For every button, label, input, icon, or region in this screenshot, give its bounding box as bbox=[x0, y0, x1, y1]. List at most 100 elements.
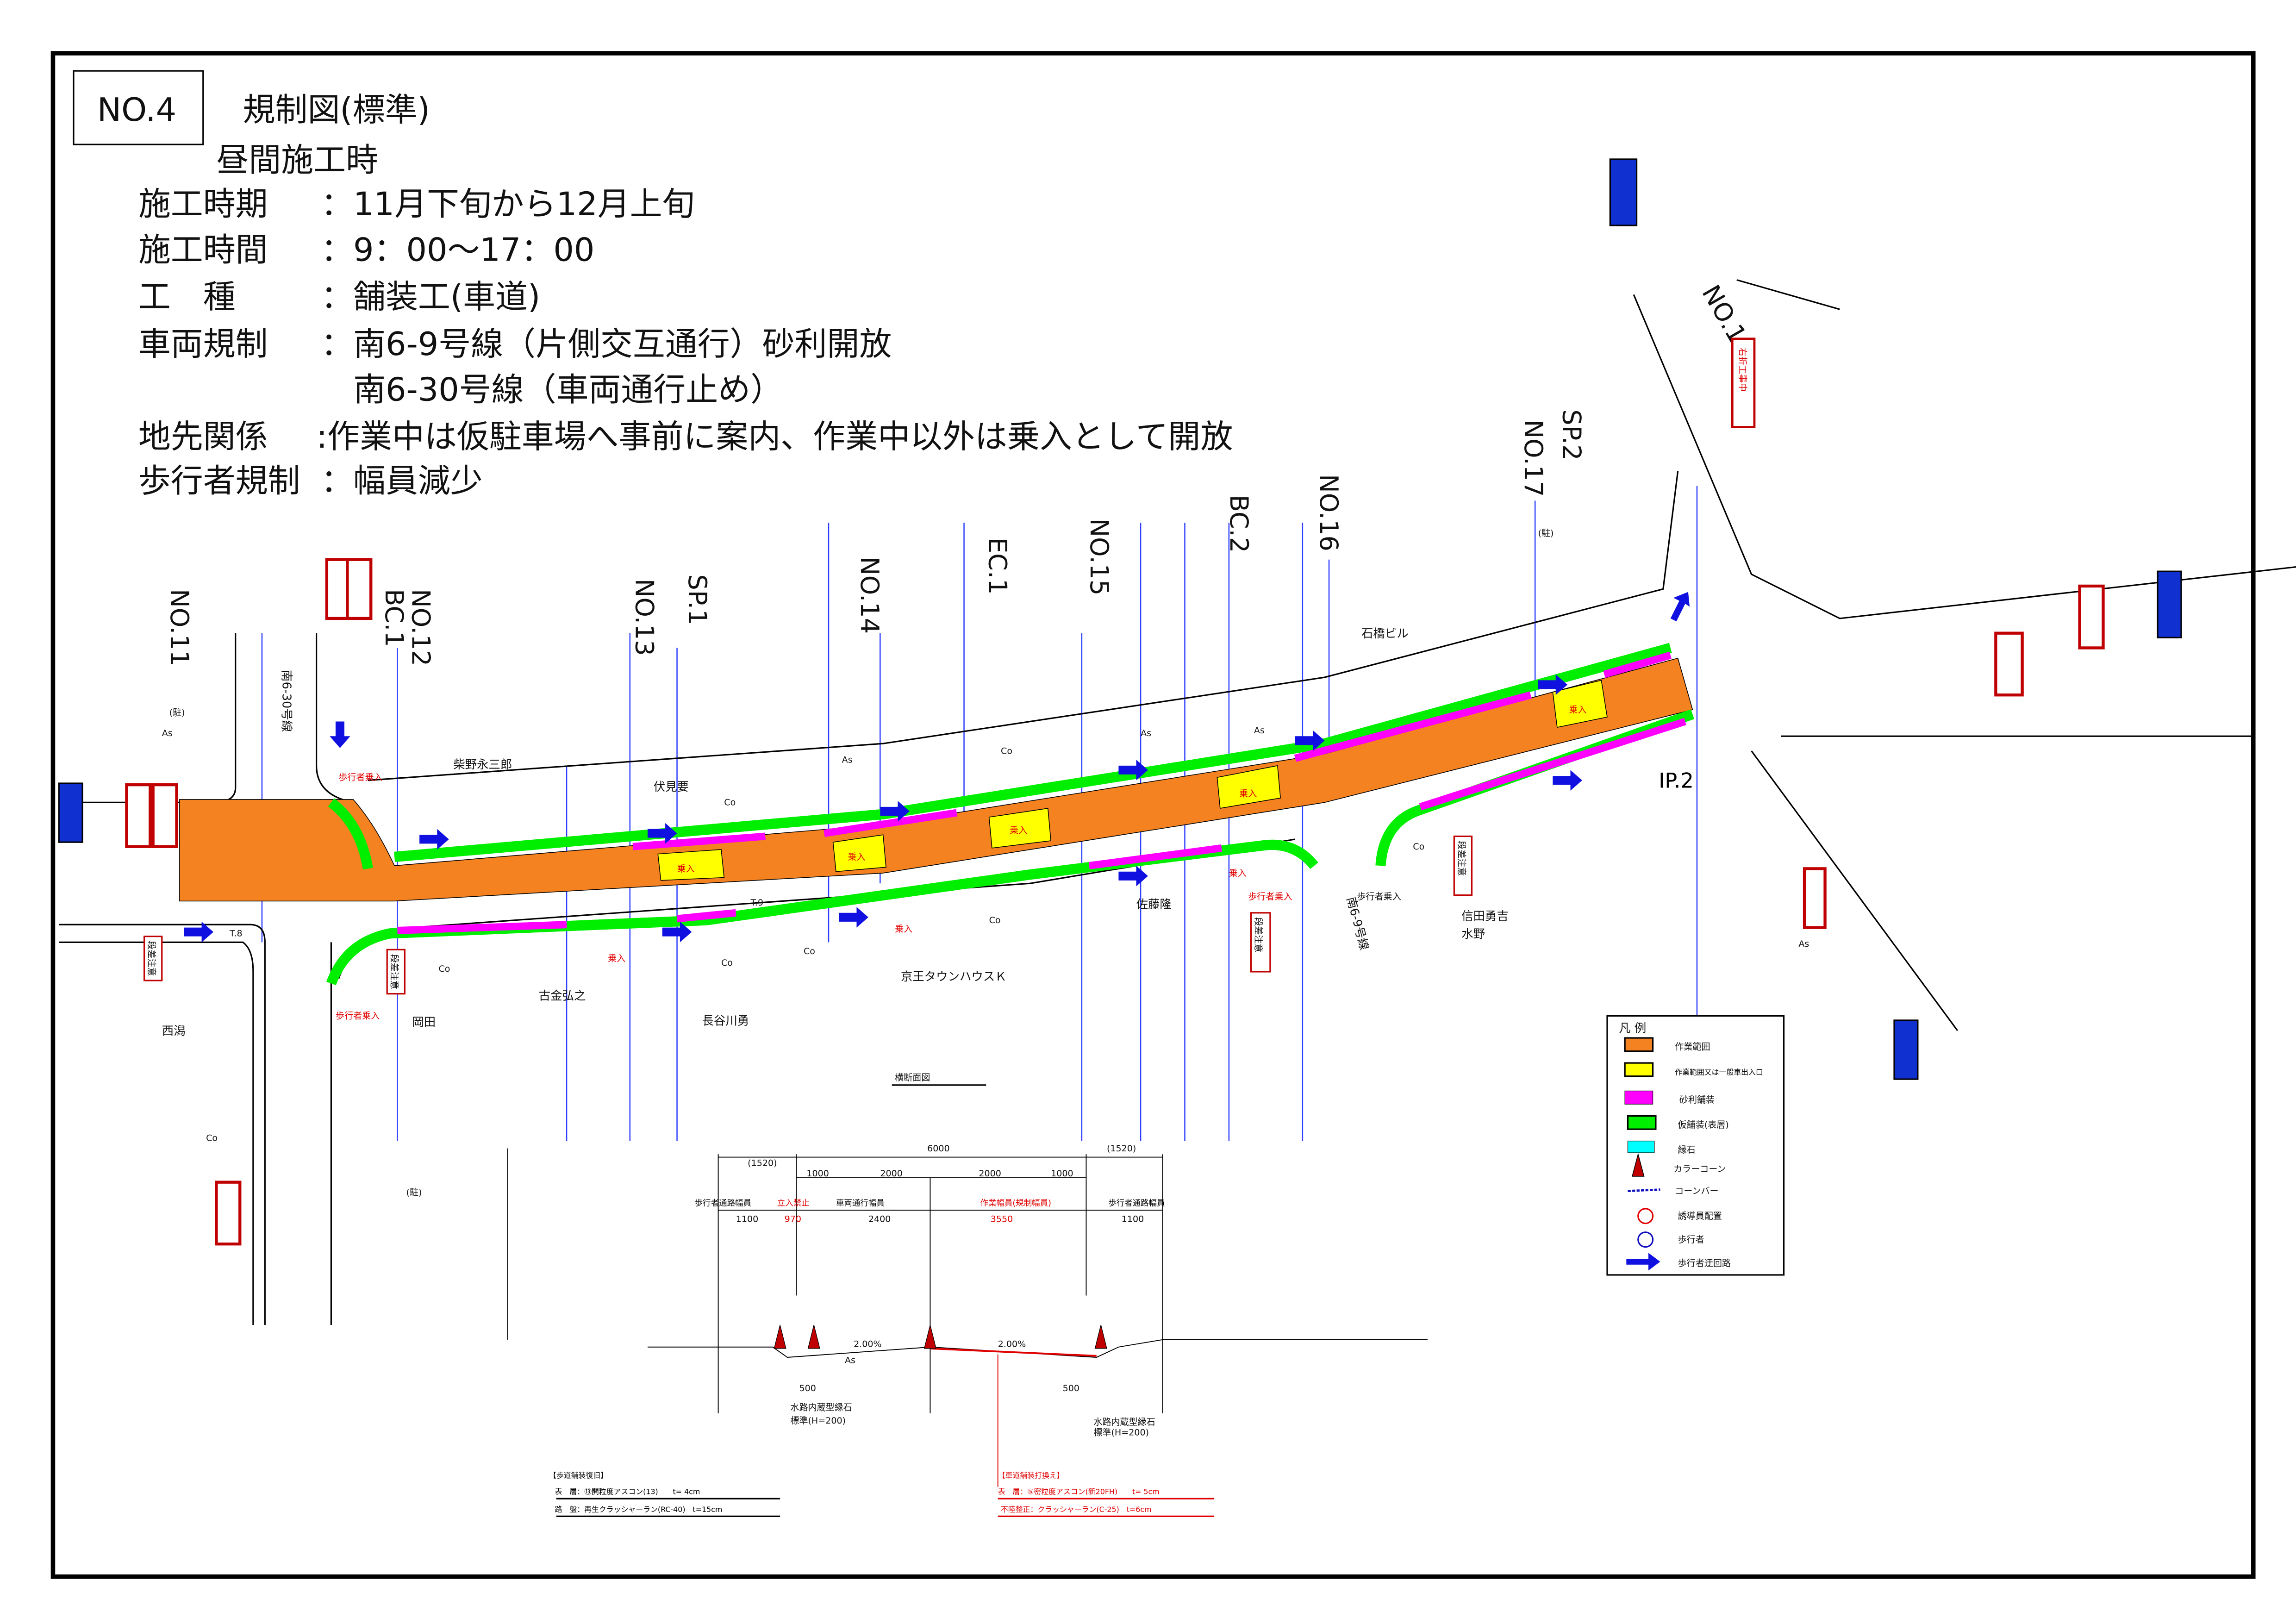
header-rows: 施工時期 ：11月下旬から12月上旬 施工時間 ：9：00〜17：00 工 種 … bbox=[138, 186, 1233, 500]
row-label: 工 種 bbox=[138, 278, 236, 316]
svg-text:乗入: 乗入 bbox=[848, 852, 865, 862]
svg-text:右折工事中: 右折工事中 bbox=[1737, 348, 1747, 392]
svg-text:2000: 2000 bbox=[979, 1168, 1001, 1179]
svg-text:柴野永三郎: 柴野永三郎 bbox=[453, 757, 512, 771]
row-value: ：11月下旬から12月上旬 bbox=[321, 186, 694, 223]
svg-text:車両通行幅員: 車両通行幅員 bbox=[836, 1199, 885, 1208]
svg-text:歩行者乗入: 歩行者乗入 bbox=[336, 1011, 380, 1021]
svg-text:歩行者: 歩行者 bbox=[1678, 1235, 1704, 1245]
svg-text:段差注意: 段差注意 bbox=[1253, 917, 1263, 952]
svg-text:歩行者乗入: 歩行者乗入 bbox=[1357, 892, 1401, 902]
svg-text:水路内蔵型縁石: 水路内蔵型縁石 bbox=[790, 1402, 852, 1412]
svg-text:作業幅員(規制幅員): 作業幅員(規制幅員) bbox=[980, 1199, 1051, 1208]
svg-text:(駐): (駐) bbox=[1538, 528, 1554, 538]
svg-text:歩行者通路幅員: 歩行者通路幅員 bbox=[1108, 1199, 1165, 1208]
svg-text:作業範囲: 作業範囲 bbox=[1675, 1042, 1710, 1052]
svg-text:As: As bbox=[842, 755, 853, 765]
svg-text:歩行者乗入: 歩行者乗入 bbox=[1248, 892, 1292, 902]
svg-text:歩行者通路幅員: 歩行者通路幅員 bbox=[695, 1199, 751, 1208]
drawing-title: 規制図(標準) bbox=[243, 91, 430, 129]
legend: 凡 例 作業範囲 作業範囲又は一般車出入口 砂利舗装 仮舗装(表層) 縁石 カラ… bbox=[1606, 1015, 1785, 1276]
svg-text:(1520): (1520) bbox=[748, 1158, 777, 1168]
svg-text:Co: Co bbox=[721, 958, 733, 968]
svg-text:水路内蔵型縁石: 水路内蔵型縁石 bbox=[1093, 1417, 1155, 1427]
svg-text:2.00%: 2.00% bbox=[998, 1339, 1026, 1349]
sign-right-turn bbox=[1731, 337, 1756, 428]
svg-text:段差注意: 段差注意 bbox=[389, 954, 399, 989]
row-label: 施工時期 bbox=[138, 186, 268, 223]
station-label: NO.16 bbox=[1314, 474, 1343, 551]
svg-text:乗入: 乗入 bbox=[895, 924, 912, 934]
cone-bar-icon bbox=[1628, 1188, 1660, 1193]
sign-caution bbox=[1250, 912, 1271, 973]
svg-text:乗入: 乗入 bbox=[1569, 705, 1586, 715]
svg-text:不陸整正：クラッシャーラン(C-25) t=6cm: 不陸整正：クラッシャーラン(C-25) t=6cm bbox=[1001, 1505, 1151, 1514]
station-label: NO.14 bbox=[855, 556, 884, 634]
station-label: EC.1 bbox=[983, 537, 1012, 594]
svg-text:As: As bbox=[845, 1355, 855, 1366]
sign-red bbox=[215, 1181, 242, 1246]
svg-text:コーンバー: コーンバー bbox=[1675, 1186, 1718, 1196]
svg-text:Co: Co bbox=[206, 1133, 218, 1143]
sheet-frame bbox=[50, 51, 2256, 1579]
svg-text:標準(H=200): 標準(H=200) bbox=[790, 1416, 846, 1426]
svg-text:立入禁止: 立入禁止 bbox=[777, 1199, 810, 1208]
svg-text:伏見要: 伏見要 bbox=[654, 780, 689, 793]
svg-text:段差注意: 段差注意 bbox=[146, 941, 156, 976]
svg-text:T.9: T.9 bbox=[750, 898, 764, 908]
sign-red bbox=[2078, 584, 2105, 650]
sign-caution bbox=[143, 936, 163, 981]
sheet-number: NO.4 bbox=[97, 91, 176, 129]
station-label: NO.13 bbox=[630, 579, 659, 656]
row-label: 施工時間 bbox=[138, 231, 268, 269]
sign-red bbox=[125, 783, 152, 848]
sign-blue bbox=[1609, 158, 1638, 226]
svg-text:2.00%: 2.00% bbox=[854, 1339, 882, 1349]
svg-text:As: As bbox=[1141, 728, 1151, 738]
svg-text:標準(H=200): 標準(H=200) bbox=[1093, 1428, 1149, 1438]
sign-red bbox=[151, 783, 178, 848]
svg-text:As: As bbox=[162, 728, 173, 738]
svg-text:横断面図: 横断面図 bbox=[895, 1073, 930, 1083]
row-label: 地先関係 bbox=[138, 418, 268, 456]
svg-text:(1520): (1520) bbox=[1107, 1143, 1136, 1154]
temporary-pavement bbox=[394, 643, 1672, 862]
svg-text:表 層：⑤密粒度アスコン(新20FH) t= 5cm: 表 層：⑤密粒度アスコン(新20FH) t= 5cm bbox=[998, 1487, 1160, 1496]
svg-text:【車道舗装打換え】: 【車道舗装打換え】 bbox=[998, 1471, 1064, 1480]
sign-blue bbox=[1893, 1019, 1919, 1080]
svg-text:西潟: 西潟 bbox=[162, 1024, 186, 1038]
svg-text:京王タウンハウスＫ: 京王タウンハウスＫ bbox=[901, 969, 1007, 983]
station-label: SP.1 bbox=[683, 575, 712, 625]
svg-text:カラーコーン: カラーコーン bbox=[1673, 1164, 1726, 1174]
cross-section: 横断面図 6000 (1520) (1520) 1000 2000 2000 1… bbox=[507, 1073, 1428, 1487]
svg-text:歩行者迂回路: 歩行者迂回路 bbox=[1678, 1258, 1731, 1268]
svg-text:T.8: T.8 bbox=[229, 929, 243, 939]
station-label: NO.17 bbox=[1519, 420, 1548, 497]
svg-text:Co: Co bbox=[804, 946, 815, 956]
roadway-pavement-note: 【車道舗装打換え】 表 層：⑤密粒度アスコン(新20FH) t= 5cm 不陸整… bbox=[998, 1471, 1215, 1517]
row-value: ：舗装工(車道) bbox=[321, 278, 540, 316]
svg-text:乗入: 乗入 bbox=[608, 954, 625, 964]
svg-text:石橋ビル: 石橋ビル bbox=[1361, 626, 1409, 640]
svg-text:仮舗装(表層): 仮舗装(表層) bbox=[1678, 1120, 1729, 1130]
pedestrian-entry-labels: 歩行者乗入 歩行者乗入 歩行者乗入 歩行者乗入 bbox=[336, 773, 1401, 1021]
svg-text:水野: 水野 bbox=[1461, 927, 1485, 941]
sign-caution bbox=[386, 949, 406, 995]
svg-text:岡田: 岡田 bbox=[412, 1015, 436, 1029]
svg-text:2400: 2400 bbox=[868, 1214, 891, 1224]
entry-areas bbox=[657, 680, 1608, 881]
svg-text:佐藤隆: 佐藤隆 bbox=[1136, 897, 1172, 911]
svg-text:2000: 2000 bbox=[880, 1168, 903, 1179]
svg-text:凡 例: 凡 例 bbox=[1619, 1021, 1646, 1035]
svg-text:As: As bbox=[1798, 939, 1809, 949]
svg-text:縁石: 縁石 bbox=[1678, 1145, 1696, 1155]
svg-text:6000: 6000 bbox=[927, 1143, 950, 1154]
sign-blue bbox=[2157, 570, 2182, 638]
svg-text:1000: 1000 bbox=[806, 1168, 829, 1179]
pedestrian-icon bbox=[1637, 1231, 1654, 1248]
svg-text:【歩道舗装復旧】: 【歩道舗装復旧】 bbox=[549, 1471, 608, 1480]
sidewalk-pavement-note: 【歩道舗装復旧】 表 層：⑬開粒度アスコン(13) t= 4cm 路 盤：再生ク… bbox=[549, 1471, 780, 1517]
station-label: BC.1 bbox=[380, 589, 409, 647]
